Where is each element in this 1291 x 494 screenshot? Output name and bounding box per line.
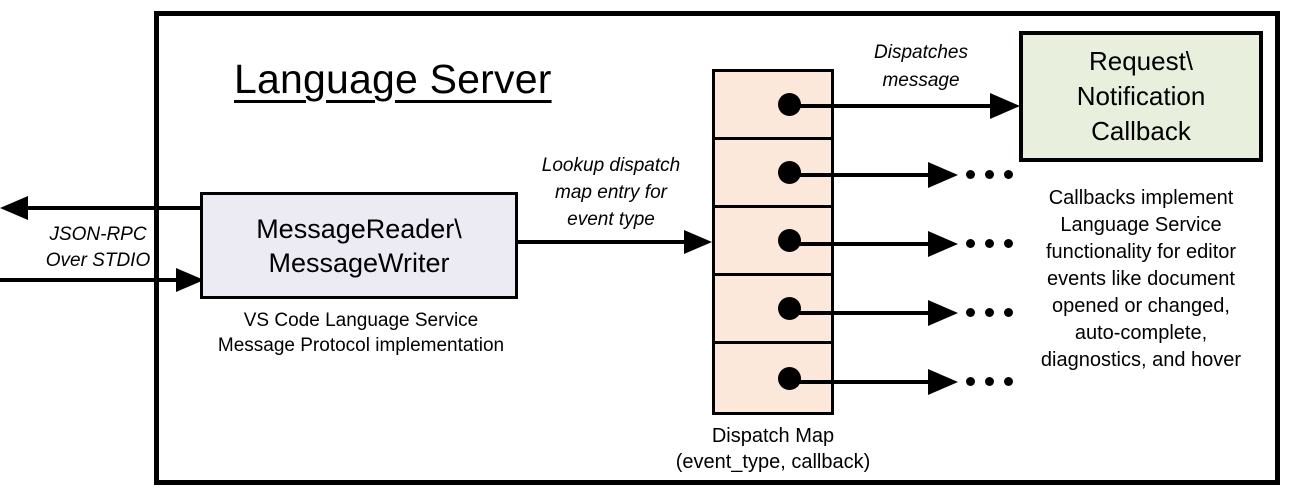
ellipsis-dot [1004, 377, 1013, 386]
arrow-outbound-jsonrpc [0, 196, 200, 220]
lookup-label-line3: event type [567, 209, 655, 230]
callback-caption-line7: diagnostics, and hover [1040, 349, 1242, 371]
callback-caption-line6: auto-complete, [1074, 322, 1208, 344]
language-server-boundary [154, 11, 1280, 485]
message-box-line2: MessageWriter [268, 247, 450, 278]
ellipsis-dot [966, 239, 975, 248]
dispatch-map-caption: Dispatch Map (event_type, callback) [652, 423, 894, 475]
page-title: Language Server [234, 56, 552, 102]
ellipsis-dot [985, 377, 994, 386]
ellipsis-row4 [966, 308, 1013, 317]
ellipsis-dot [985, 239, 994, 248]
arrow-lookup-to-dispatch-map [518, 230, 712, 254]
dispatches-label-line2: message [882, 70, 960, 91]
ellipsis-row3 [966, 239, 1013, 248]
message-caption-line2: Message Protocol implementation [217, 335, 505, 356]
message-box-caption: VS Code Language Service Message Protoco… [196, 308, 526, 358]
jsonrpc-transport-label: JSON-RPC Over STDIO [18, 222, 178, 274]
callback-dot-icon [778, 161, 801, 184]
callback-box-line1: Request\ [1088, 46, 1194, 76]
ellipsis-dot [985, 308, 994, 317]
dispatch-map-table[interactable] [712, 69, 834, 415]
lookup-label-line2: map entry for [555, 182, 667, 203]
callback-box-caption: Callbacks implement Language Service fun… [1009, 185, 1273, 374]
request-notification-callback-box[interactable]: Request\ Notification Callback [1019, 31, 1263, 162]
jsonrpc-label-line2: Over STDIO [45, 250, 151, 271]
ellipsis-dot [1004, 239, 1013, 248]
callback-caption-line5: opened or changed, [1052, 295, 1230, 317]
arrow-row3-to-ellipsis [782, 231, 958, 257]
arrow-inbound-jsonrpc [0, 268, 204, 292]
callback-box-line2: Notification [1076, 81, 1206, 111]
ellipsis-dot [966, 170, 975, 179]
callback-dot-icon [778, 229, 801, 252]
jsonrpc-label-line1: JSON-RPC [49, 224, 147, 245]
ellipsis-dot [966, 377, 975, 386]
dispatch-map-caption-line1: Dispatch Map [711, 425, 835, 447]
ellipsis-dot [1004, 308, 1013, 317]
callback-caption-line4: events like document [1047, 268, 1235, 290]
lookup-dispatch-label: Lookup dispatch map entry for event type [516, 152, 706, 233]
dispatches-message-label: Dispatches message [836, 39, 1006, 95]
message-caption-line1: VS Code Language Service [243, 310, 479, 331]
arrow-row1-to-callback [782, 93, 1020, 119]
dispatches-label-line1: Dispatches [874, 42, 968, 63]
dispatch-map-caption-line2: (event_type, callback) [675, 451, 871, 473]
ellipsis-dot [966, 308, 975, 317]
callback-caption-line2: Language Service [1060, 214, 1222, 236]
dispatch-map-row[interactable] [715, 208, 831, 276]
dispatch-map-row[interactable] [715, 140, 831, 208]
callback-caption-line3: functionality for editor [1045, 241, 1237, 263]
lookup-label-line1: Lookup dispatch [541, 155, 681, 176]
ellipsis-row5 [966, 377, 1013, 386]
ellipsis-row2 [966, 170, 1013, 179]
arrow-row4-to-ellipsis [782, 300, 958, 326]
arrow-row2-to-ellipsis [782, 162, 958, 188]
ellipsis-dot [1004, 170, 1013, 179]
message-box-line1: MessageReader\ [256, 213, 462, 244]
callback-caption-line1: Callbacks implement [1048, 187, 1234, 209]
message-reader-writer-box[interactable]: MessageReader\ MessageWriter [200, 192, 518, 299]
callback-box-line3: Callback [1091, 116, 1191, 146]
arrow-row5-to-ellipsis [782, 369, 958, 395]
ellipsis-dot [985, 170, 994, 179]
